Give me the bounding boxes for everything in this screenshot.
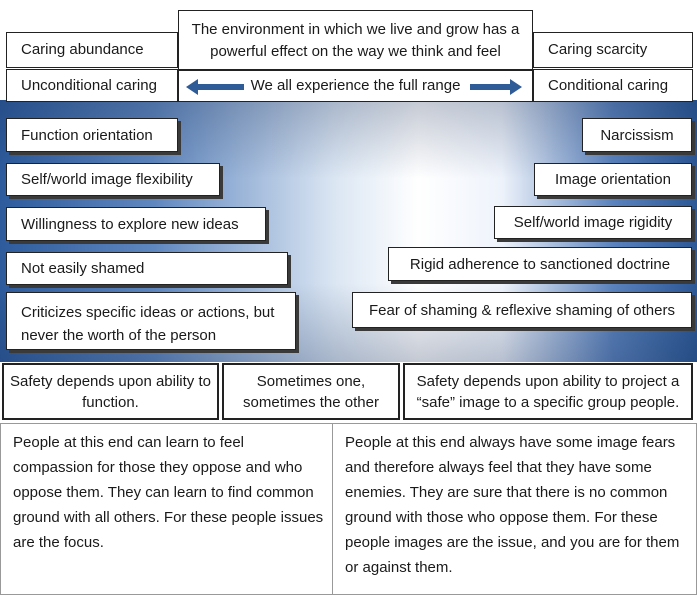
right-description-cell: People at this end always have some imag…: [333, 424, 696, 594]
left-item-function-orientation: Function orientation: [6, 118, 178, 152]
caring-abundance-label: Caring abundance: [21, 41, 144, 58]
left-item-label: Function orientation: [21, 127, 153, 144]
right-arrow-icon: [470, 79, 522, 95]
caring-scarcity-box: Caring scarcity: [533, 32, 693, 68]
table-divider: [332, 424, 333, 594]
left-item-image-flexibility: Self/world image flexibility: [6, 163, 220, 196]
left-item-label: Criticizes specific ideas or actions, bu…: [21, 304, 275, 344]
unconditional-caring-label: Unconditional caring: [21, 77, 157, 94]
environment-text: The environment in which we live and gro…: [191, 21, 520, 60]
left-item-criticizes: Criticizes specific ideas or actions, bu…: [6, 292, 296, 350]
right-description-text: People at this end always have some imag…: [345, 434, 680, 576]
description-table: People at this end can learn to feel com…: [0, 423, 697, 595]
right-item-label: Self/world image rigidity: [513, 214, 673, 231]
safety-right-text: Safety depends upon ability to project a…: [416, 373, 680, 411]
left-item-label: Self/world image flexibility: [21, 171, 193, 188]
left-item-not-shamed: Not easily shamed: [6, 252, 288, 285]
left-item-label: Willingness to explore new ideas: [21, 216, 239, 233]
right-item-label: Rigid adherence to sanctioned doctrine: [409, 256, 671, 273]
caring-scarcity-label: Caring scarcity: [548, 41, 648, 58]
left-arrow-icon: [186, 79, 244, 95]
left-description-cell: People at this end can learn to feel com…: [1, 424, 332, 594]
conditional-caring-box: Conditional caring: [533, 69, 693, 102]
right-item-rigid-adherence: Rigid adherence to sanctioned doctrine: [388, 247, 692, 281]
right-item-label: Image orientation: [555, 171, 671, 188]
right-item-image-rigidity: Self/world image rigidity: [494, 206, 692, 239]
safety-left-text: Safety depends upon ability to function.: [10, 373, 211, 411]
conditional-caring-label: Conditional caring: [548, 77, 669, 94]
safety-middle-text: Sometimes one, sometimes the other: [243, 373, 379, 411]
right-item-image-orientation: Image orientation: [534, 163, 692, 196]
left-item-explore-ideas: Willingness to explore new ideas: [6, 207, 266, 241]
caring-abundance-box: Caring abundance: [6, 32, 178, 68]
safety-left-box: Safety depends upon ability to function.: [2, 363, 219, 420]
right-item-fear-of-shaming: Fear of shaming & reflexive shaming of o…: [352, 292, 692, 328]
safety-right-box: Safety depends upon ability to project a…: [403, 363, 693, 420]
safety-middle-box: Sometimes one, sometimes the other: [222, 363, 400, 420]
left-description-text: People at this end can learn to feel com…: [13, 434, 324, 551]
left-item-label: Not easily shamed: [21, 260, 145, 277]
range-text: We all experience the full range: [250, 77, 461, 94]
right-item-label: Fear of shaming & reflexive shaming of o…: [369, 302, 675, 319]
right-item-narcissism: Narcissism: [582, 118, 692, 152]
right-item-label: Narcissism: [600, 127, 674, 144]
environment-box: The environment in which we live and gro…: [178, 10, 533, 70]
unconditional-caring-box: Unconditional caring: [6, 69, 178, 102]
